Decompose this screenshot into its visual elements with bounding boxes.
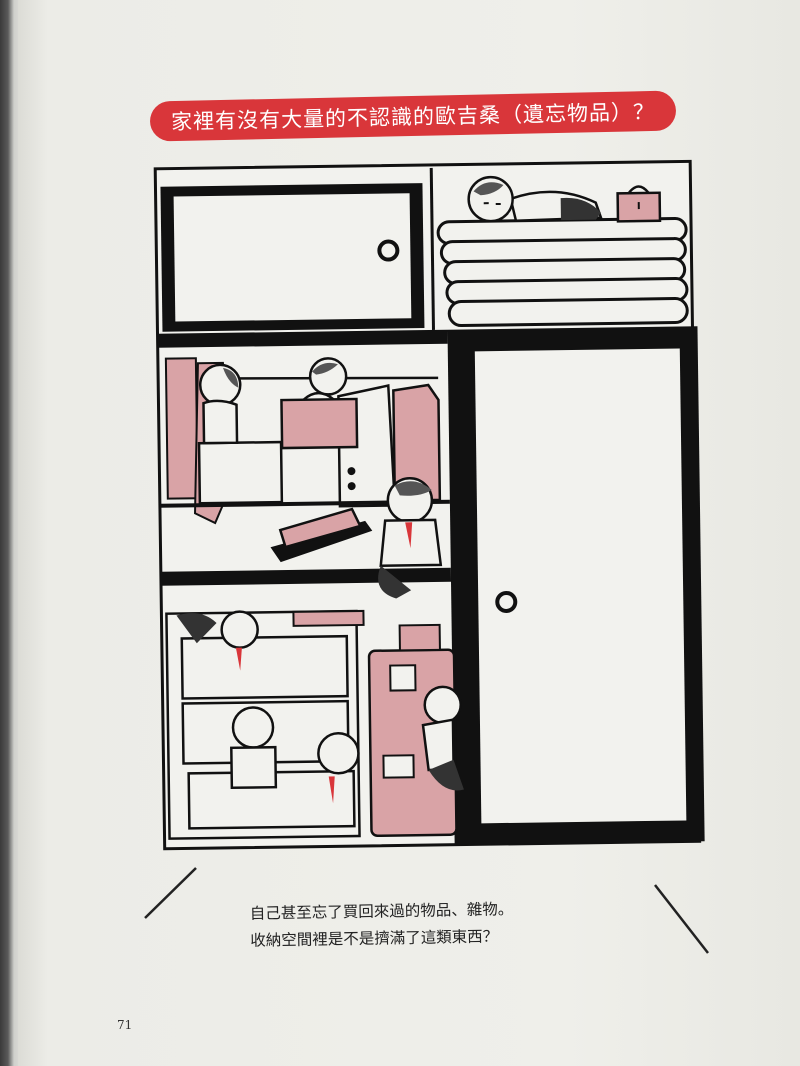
lower-compartment [165,609,365,840]
upper-door-panel [173,193,412,322]
page-number: 71 [117,1018,133,1032]
hat-icon [270,507,373,563]
floor-line-left [144,867,197,919]
clothes-compartment [164,357,442,525]
tall-door-panel [474,348,687,824]
upper-door-handle-icon [377,239,400,262]
man-resting-icon [317,732,360,804]
man-sitting-icon [198,363,242,445]
futon-stack [436,217,689,328]
man-climbing-icon [230,706,278,790]
man-peeking-icon [421,685,464,791]
caption: 自己甚至忘了買回來過的物品、雜物。 收納空間裡是不是擠滿了這類東西？ [250,895,571,955]
man-holding-hat-icon [378,477,443,599]
man-hanging-icon [176,610,259,671]
tall-door-handle-icon [495,590,518,613]
floor-line-right [654,884,709,954]
sleeping-man-icon [467,175,603,223]
small-bag-icon [616,185,662,223]
briefcase-icon [280,391,359,450]
man-on-briefcase-icon [308,357,348,396]
caption-line-2: 收納空間裡是不是擠滿了這類東西？ [250,927,499,950]
